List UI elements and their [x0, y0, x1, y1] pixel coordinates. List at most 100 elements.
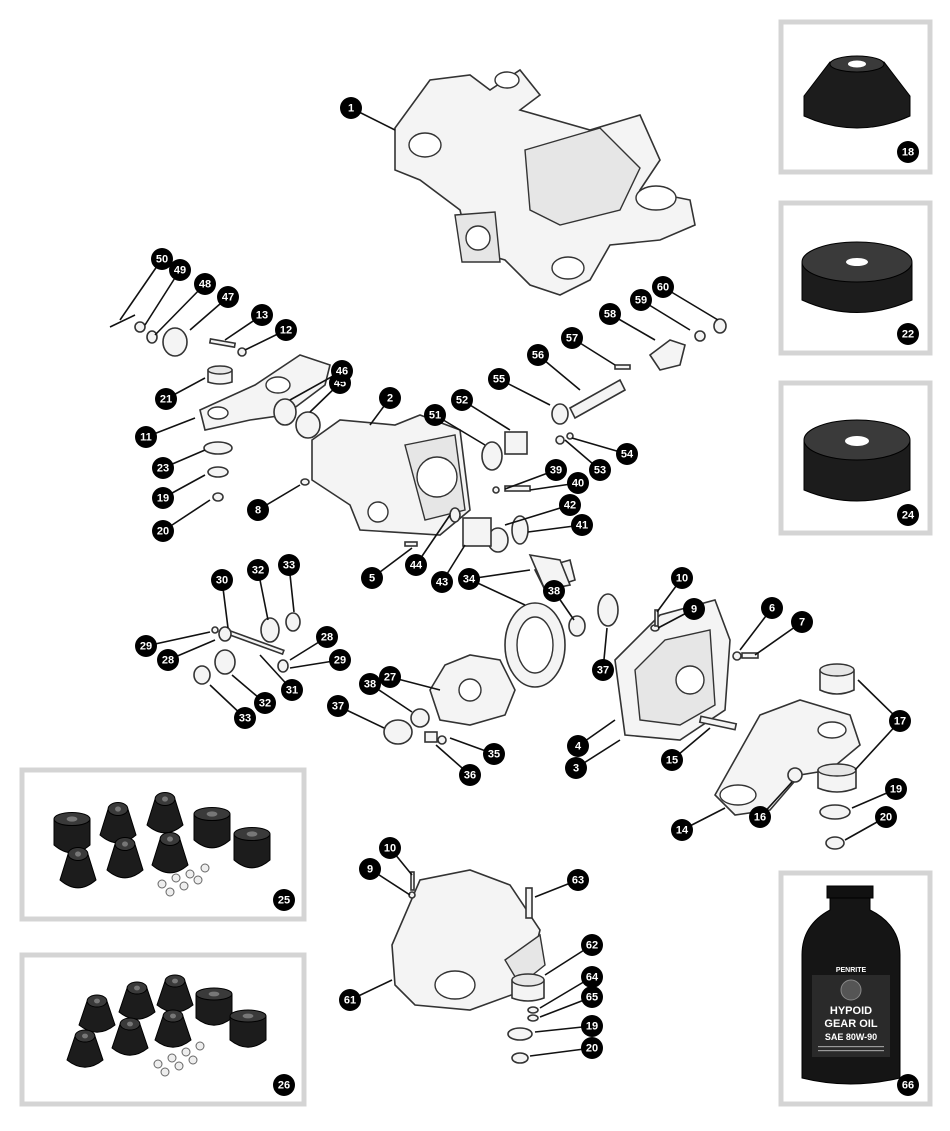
callout-5: 5 — [361, 567, 383, 589]
callout-25: 25 — [273, 889, 295, 911]
callout-badge — [488, 368, 510, 390]
callout-66: 66 — [897, 1074, 919, 1096]
callout-43: 43 — [431, 571, 453, 593]
part-bolts-right — [408, 609, 803, 899]
bush-rubber — [106, 843, 144, 879]
callout-9: 9 — [683, 598, 705, 620]
callout-number: 40 — [572, 478, 584, 490]
callout-badge — [897, 504, 919, 526]
callout-badge — [559, 494, 581, 516]
panel-25-bush-kit — [19, 767, 307, 922]
callout-15: 15 — [661, 749, 683, 771]
kit-nut — [171, 873, 181, 883]
callout-32: 32 — [254, 692, 276, 714]
part-1-diff-housing-assembly — [394, 68, 696, 296]
callout-number: 53 — [594, 465, 606, 477]
callout-badge — [340, 97, 362, 119]
callout-52: 52 — [451, 389, 473, 411]
callout-42: 42 — [559, 494, 581, 516]
callout-number: 43 — [436, 577, 448, 589]
callout-badge — [152, 457, 174, 479]
bottle-line2: GEAR OIL — [824, 1018, 877, 1030]
callout-14: 14 — [671, 819, 693, 841]
callout-number: 14 — [676, 825, 689, 837]
callout-35: 35 — [483, 743, 505, 765]
callout-number: 33 — [239, 713, 251, 725]
callout-48: 48 — [194, 273, 216, 295]
callout-number: 7 — [799, 617, 805, 629]
callout-number: 18 — [902, 147, 914, 159]
bush-rubber — [78, 1000, 116, 1033]
bottle-brand: PENRITE — [836, 967, 867, 974]
callout-number: 42 — [564, 500, 576, 512]
callout-layer: 1234567899101011121314151617181919192020… — [135, 97, 919, 1096]
callout-22: 22 — [897, 323, 919, 345]
part-11-mount-bracket — [199, 354, 331, 431]
part-37-bearings — [383, 593, 619, 745]
callout-badge — [281, 679, 303, 701]
callout-12: 12 — [275, 319, 297, 341]
part-61-front-housing — [391, 869, 546, 1011]
callout-29: 29 — [329, 649, 351, 671]
bush-rubber-hole — [75, 851, 81, 857]
callout-number: 33 — [283, 560, 295, 572]
callout-number: 46 — [336, 366, 348, 378]
callout-badge — [897, 141, 919, 163]
callout-badge — [247, 559, 269, 581]
callout-55: 55 — [488, 368, 510, 390]
callout-29: 29 — [135, 635, 157, 657]
callout-number: 37 — [597, 665, 609, 677]
callout-19: 19 — [581, 1015, 603, 1037]
callout-19: 19 — [152, 487, 174, 509]
callout-badge — [567, 472, 589, 494]
callout-badge — [581, 966, 603, 988]
callout-53: 53 — [589, 459, 611, 481]
callout-23: 23 — [152, 457, 174, 479]
callout-20: 20 — [152, 520, 174, 542]
callout-number: 63 — [572, 875, 584, 887]
callout-badge — [616, 443, 638, 465]
part-17-mount-rubbers — [817, 663, 857, 850]
callout-badge — [327, 695, 349, 717]
callout-number: 48 — [199, 279, 211, 291]
callout-badge — [671, 567, 693, 589]
callout-badge — [661, 749, 683, 771]
kit-nut — [174, 1061, 184, 1071]
callout-13: 13 — [251, 304, 273, 326]
callout-badge — [791, 611, 813, 633]
bush-rubber-hole — [122, 841, 128, 847]
callout-number: 10 — [676, 573, 688, 585]
callout-47: 47 — [217, 286, 239, 308]
callout-18: 18 — [897, 141, 919, 163]
callout-3: 3 — [565, 757, 587, 779]
bush-rubber-hole — [246, 831, 258, 837]
callout-49: 49 — [169, 259, 191, 281]
callout-badge — [567, 735, 589, 757]
callout-33: 33 — [234, 707, 256, 729]
callout-badge — [565, 757, 587, 779]
bush-rubber-hole — [172, 978, 178, 984]
callout-badge — [157, 649, 179, 671]
callout-badge — [761, 597, 783, 619]
part-2-carrier-case — [311, 414, 471, 536]
callout-badge — [889, 710, 911, 732]
callout-number: 23 — [157, 463, 169, 475]
callout-badge — [897, 323, 919, 345]
callout-33: 33 — [278, 554, 300, 576]
callout-number: 66 — [902, 1080, 914, 1092]
kit-nut — [185, 869, 195, 879]
bush-rubber — [146, 798, 184, 834]
callout-badge — [897, 1074, 919, 1096]
callout-badge — [875, 806, 897, 828]
callout-number: 54 — [621, 449, 634, 461]
kit-nut — [181, 1047, 191, 1057]
callout-37: 37 — [327, 695, 349, 717]
callout-badge — [251, 304, 273, 326]
callout-badge — [405, 554, 427, 576]
callout-17: 17 — [889, 710, 911, 732]
callout-20: 20 — [875, 806, 897, 828]
callout-number: 3 — [573, 763, 579, 775]
callout-number: 25 — [278, 895, 290, 907]
callout-badge — [581, 934, 603, 956]
